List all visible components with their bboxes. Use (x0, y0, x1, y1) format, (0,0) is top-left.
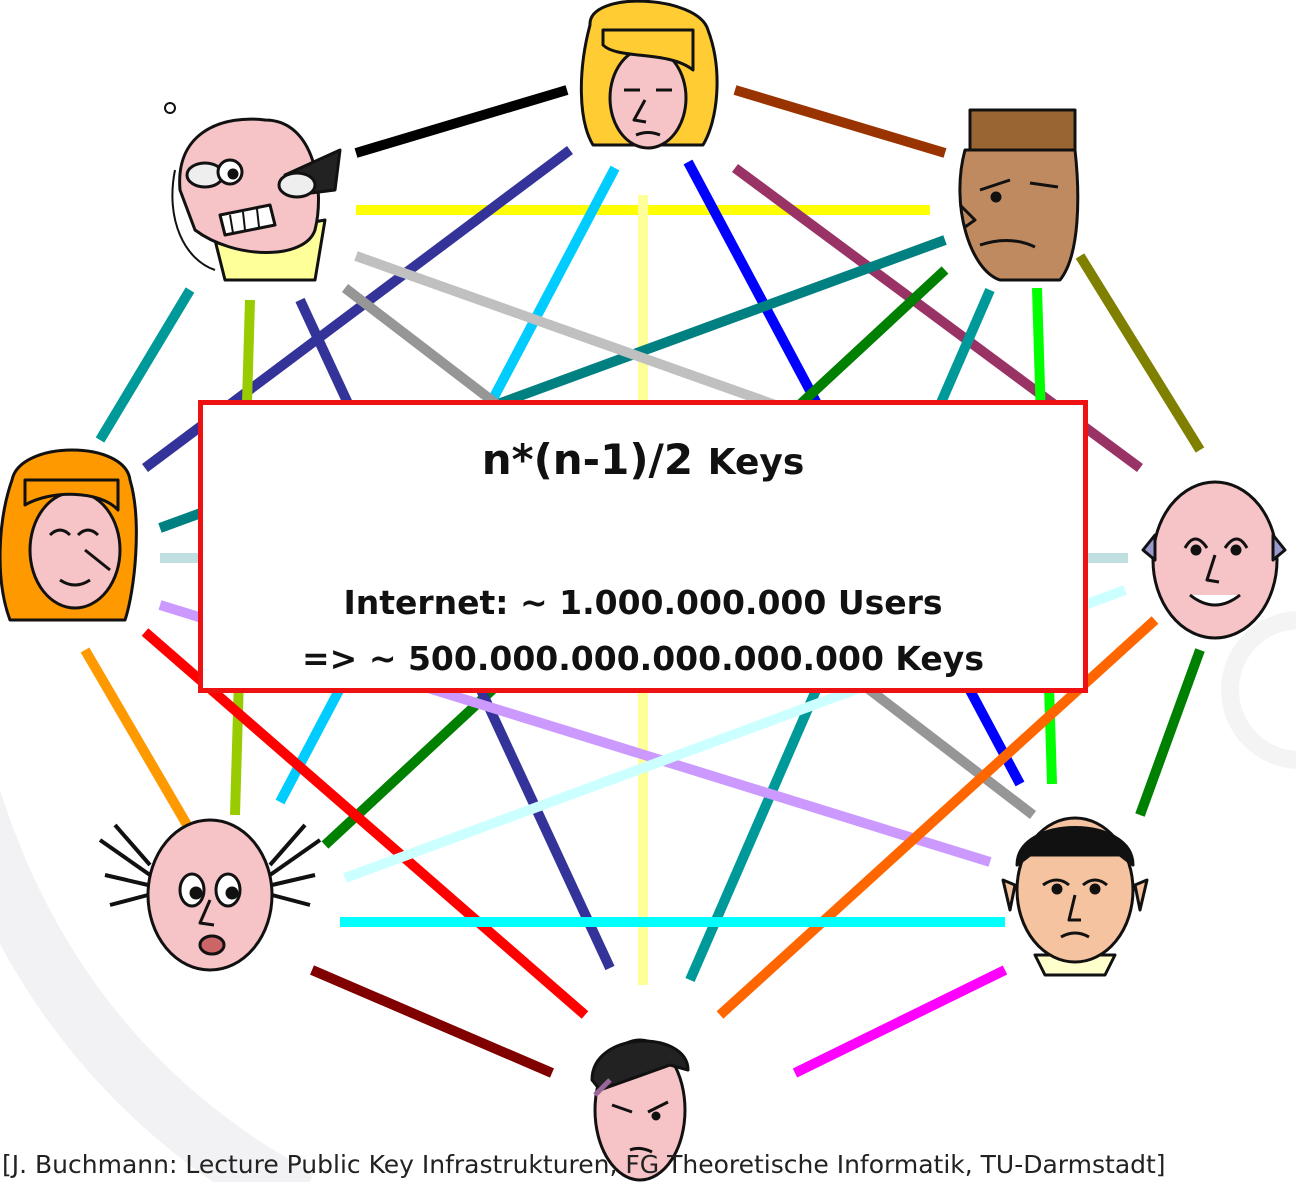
brown-man-face-icon (958, 108, 1080, 282)
formula-line: n*(n-1)/2 Keys (203, 435, 1083, 484)
formula-unit: Keys (707, 442, 805, 483)
bald-man-face-icon (1141, 480, 1287, 640)
total-keys-text: => ~ 500.000.000.000.000.000 Keys (302, 639, 984, 678)
spiky-hair-man-face-icon (98, 818, 322, 972)
connection-line (95, 287, 195, 443)
angry-old-man-face-icon (164, 102, 342, 282)
connection-line (354, 85, 569, 158)
internet-users-text: Internet: ~ 1.000.000.000 Users (343, 583, 943, 622)
connection-line (80, 647, 195, 833)
connection-line (310, 965, 554, 1078)
key-count-box: n*(n-1)/2 Keys Internet: ~ 1.000.000.000… (198, 400, 1088, 693)
connection-line (141, 628, 589, 1019)
background-decoration (0, 611, 1296, 1182)
connection-line (1075, 253, 1205, 453)
connection-line (1135, 648, 1205, 817)
dark-hair-man-face-icon (590, 1038, 690, 1182)
blonde-woman-face-icon (579, 0, 719, 150)
sad-man-face-icon (1001, 816, 1149, 977)
connection-line (733, 85, 947, 158)
formula-text: n*(n-1)/2 (481, 435, 694, 484)
red-hair-woman-face-icon (0, 448, 138, 622)
citation-text: [J. Buchmann: Lecture Public Key Infrast… (2, 1150, 1166, 1179)
connection-line (792, 965, 1008, 1078)
